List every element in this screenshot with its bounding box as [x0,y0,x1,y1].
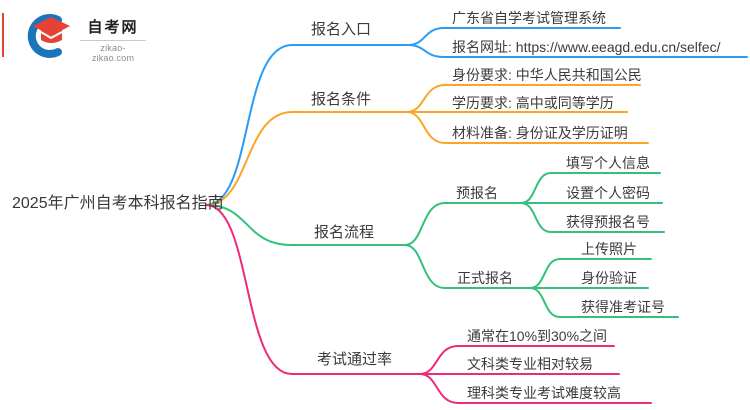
node-identity-requirement: 身份要求: 中华人民共和国公民 [452,67,642,83]
node-passrate-range: 通常在10%到30%之间 [467,328,608,344]
branch-passrate-label: 考试通过率 [317,351,393,368]
node-get-admission-ticket-number: 获得准考证号 [581,299,665,315]
node-set-password: 设置个人密码 [566,185,650,201]
node-material-preparation: 材料准备: 身份证及学历证明 [452,125,628,141]
branch-entry-connectors [205,27,748,206]
node-fill-personal-info: 填写个人信息 [566,155,650,171]
node-registration-url: 报名网址: https://www.eeagd.edu.cn/selfec/ [452,39,721,55]
site-logo: 自考网 zikao-zikao.com [2,10,152,63]
branch-process-label: 报名流程 [314,224,375,241]
node-get-preregistration-number: 获得预报名号 [566,214,650,230]
logo-red-stripe [2,13,4,57]
logo-divider [80,40,146,41]
node-upload-photo: 上传照片 [581,241,637,257]
logo-title: 自考网 [87,19,139,36]
node-science-harder: 理科类专业考试难度较高 [467,385,621,401]
logo-domain: zikao-zikao.com [91,43,135,63]
graduation-cap-icon [27,14,70,58]
branch-passrate-connectors [205,204,652,404]
node-formal-registration: 正式报名 [457,270,513,286]
node-pre-registration: 预报名 [456,185,498,201]
branch-conditions-label: 报名条件 [311,91,372,108]
root-topic: 2025年广州自考本科报名指南 [12,195,224,212]
node-identity-verification: 身份验证 [581,270,637,286]
branch-conditions-connectors [205,84,649,206]
branch-entry-label: 报名入口 [311,21,372,38]
node-liberal-arts-easier: 文科类专业相对较易 [467,356,593,372]
node-gd-selfexam-system: 广东省自学考试管理系统 [452,10,606,26]
branch-process-connectors [205,172,679,318]
node-education-requirement: 学历要求: 高中或同等学历 [452,95,614,111]
